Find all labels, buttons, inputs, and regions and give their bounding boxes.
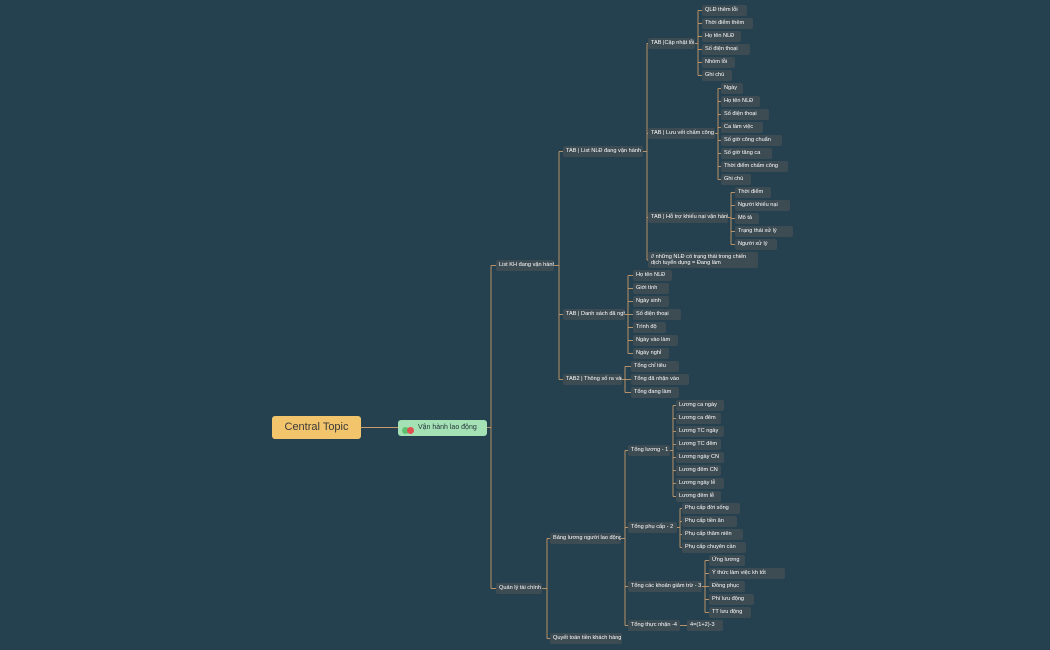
central-topic-label: Central Topic <box>284 421 349 433</box>
field-node[interactable]: Tổng chỉ tiêu <box>631 361 679 372</box>
field-node[interactable]: Ghi chú <box>702 70 732 81</box>
main-topic[interactable]: Vận hành lao động <box>398 420 487 436</box>
field-node[interactable]: Ngày <box>721 83 743 94</box>
field-node[interactable]: Lương ca đêm <box>676 413 721 424</box>
field-node[interactable]: Ý thức làm việc kh tốt <box>709 568 785 579</box>
field-node[interactable]: Thời điểm thêm <box>702 18 753 29</box>
sub-branch-node[interactable]: Bảng lương người lao động <box>550 533 621 544</box>
field-node[interactable]: Ca làm việc <box>721 122 763 133</box>
field-node[interactable]: Số điện thoại <box>633 309 681 320</box>
field-node[interactable]: Phụ cấp đời sống <box>682 503 740 514</box>
field-node[interactable]: Người xử lý <box>735 239 777 250</box>
branch-node[interactable]: List KH đang vận hành <box>496 260 554 271</box>
field-node[interactable]: Nhóm lỗi <box>702 57 735 68</box>
main-topic-label: Vận hành lao động <box>417 424 477 431</box>
field-node[interactable]: QLĐ thêm lỗi <box>702 5 747 16</box>
tab-node[interactable]: Tổng thực nhận -4 <box>628 620 680 631</box>
field-node[interactable]: Lương ngày CN <box>676 452 724 463</box>
field-node[interactable]: Số giờ tăng ca <box>721 148 772 159</box>
field-node[interactable]: Lương đêm CN <box>676 465 721 476</box>
branch-node[interactable]: Quản lý tài chính <box>496 583 542 594</box>
field-node[interactable]: TT lưu động <box>709 607 751 618</box>
field-node[interactable]: Giới tính <box>633 283 669 294</box>
field-node[interactable]: Ghi chú <box>721 174 751 185</box>
tab-node[interactable]: TAB |Cập nhật lỗi <box>648 38 695 49</box>
field-node[interactable]: Phụ cấp chuyên cần <box>682 542 746 553</box>
field-node[interactable]: Thời điểm chấm công <box>721 161 788 172</box>
priority-badge-icon <box>402 424 414 434</box>
field-node[interactable]: Ngày vào làm <box>633 335 678 346</box>
field-node[interactable]: Phí lưu động <box>709 594 754 605</box>
field-node[interactable]: Lương TC ngày <box>676 426 724 437</box>
field-node[interactable]: Trình độ <box>633 322 666 333</box>
field-node[interactable]: Họ tên NLĐ <box>721 96 760 107</box>
tab-node[interactable]: TAB | Lưu vết chấm công <box>648 128 715 139</box>
tab-node[interactable]: TAB | Hỗ trợ khiếu nại vận hành <box>648 212 728 223</box>
field-node[interactable]: Phụ cấp thâm niên <box>682 529 743 540</box>
field-node[interactable]: Đồng phục <box>709 581 745 592</box>
field-node[interactable]: Lương ngày lễ <box>676 478 724 489</box>
sub-branch-node[interactable]: TAB | Danh sách đã nghỉ <box>563 309 625 320</box>
field-node[interactable]: Số điện thoại <box>721 109 769 120</box>
field-node[interactable]: 4=(1+2)-3 <box>687 620 723 631</box>
field-node[interactable]: Ứng lương <box>709 555 745 566</box>
field-node[interactable]: Ngày sinh <box>633 296 669 307</box>
tab-node[interactable]: Tổng các khoản giảm trừ - 3 <box>628 581 702 592</box>
field-node[interactable]: Số giờ công chuẩn <box>721 135 782 146</box>
tab-node[interactable]: Tổng phụ cấp - 2 <box>628 522 677 533</box>
sub-branch-node[interactable]: TAB2 | Thông số ra vào <box>563 374 622 385</box>
sub-branch-node[interactable]: TAB | List NLĐ đang vận hành <box>563 146 643 157</box>
field-node[interactable]: Tổng đang làm <box>631 387 679 398</box>
field-node[interactable]: Lương TC đêm <box>676 439 721 450</box>
field-node[interactable]: Tổng đã nhận vào <box>631 374 689 385</box>
field-node[interactable]: Họ tên NLĐ <box>633 270 672 281</box>
sub-branch-node[interactable]: Quyết toán tiền khách hàng <box>550 633 622 644</box>
field-node[interactable]: Trạng thái xử lý <box>735 226 793 237</box>
field-node[interactable]: Số điện thoại <box>702 44 750 55</box>
field-node[interactable]: Thời điểm <box>735 187 771 198</box>
field-node[interactable]: Lương ca ngày <box>676 400 724 411</box>
field-node[interactable]: Lương đêm lễ <box>676 491 721 502</box>
field-node[interactable]: Mô tả <box>735 213 759 224</box>
tab-node[interactable]: // những NLĐ có trạng thái trong chiến d… <box>648 252 758 268</box>
tab-node[interactable]: Tổng lương - 1 <box>628 445 670 456</box>
central-topic[interactable]: Central Topic <box>272 416 361 439</box>
field-node[interactable]: Người khiếu nại <box>735 200 790 211</box>
field-node[interactable]: Ngày nghỉ <box>633 348 669 359</box>
field-node[interactable]: Phụ cấp tiền ăn <box>682 516 737 527</box>
field-node[interactable]: Họ tên NLĐ <box>702 31 741 42</box>
